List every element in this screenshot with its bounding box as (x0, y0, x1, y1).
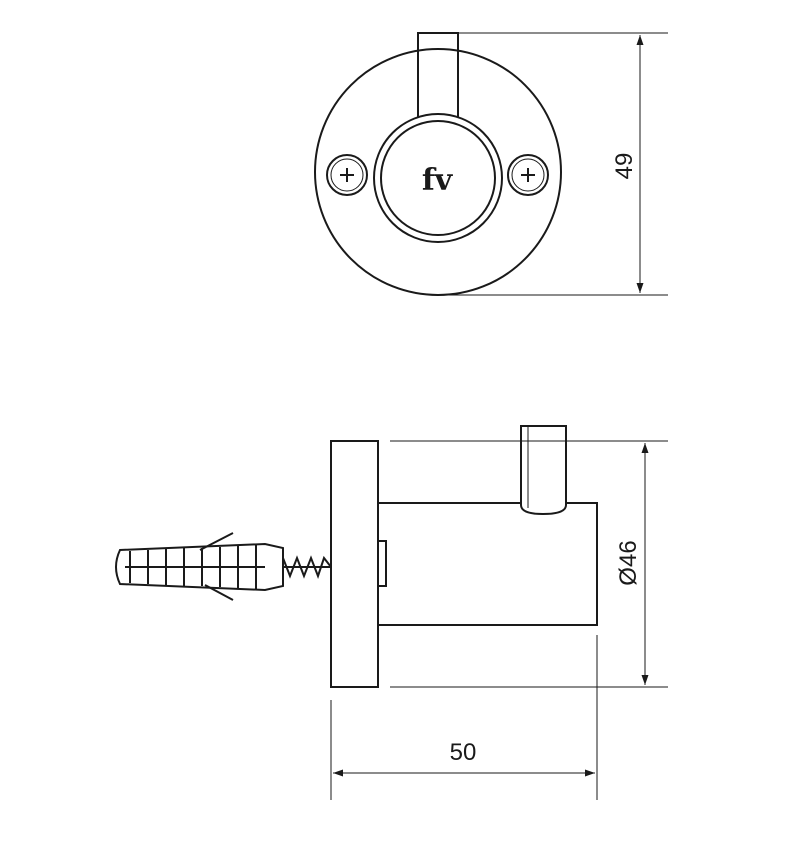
front-view: fv 49 (314, 32, 668, 296)
side-view: Ø46 50 (115, 425, 668, 800)
screw-thread (282, 555, 332, 579)
screw-left-icon (326, 154, 368, 196)
screw-right-icon (507, 154, 549, 196)
hook-post (520, 425, 567, 516)
rosette-plate (330, 440, 379, 688)
dim-50-label: 50 (450, 739, 477, 766)
dim-46-label: Ø46 (615, 540, 642, 585)
cap-inner-ring (380, 120, 496, 236)
body-cylinder (378, 502, 598, 626)
body-step (378, 540, 387, 587)
wall-plug-icon (115, 532, 284, 601)
hook-arm-top (417, 32, 459, 118)
dim-49-label: 49 (611, 153, 638, 180)
brand-logo: fv (422, 163, 454, 198)
